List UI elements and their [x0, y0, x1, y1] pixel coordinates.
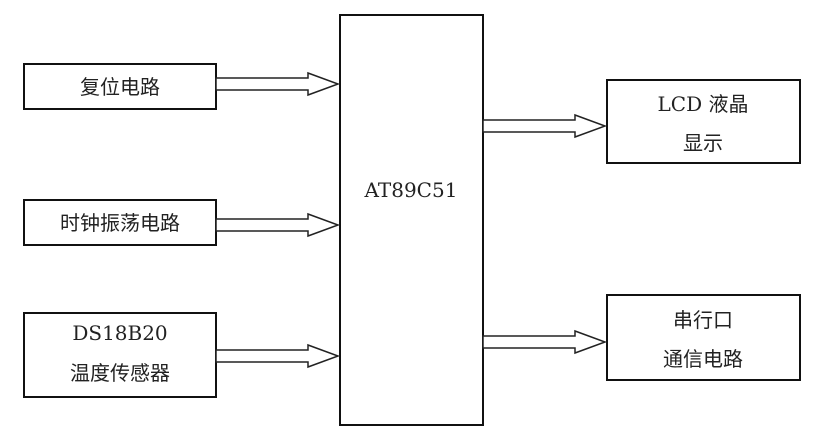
arrow-sensor-to-mcu: [215, 343, 341, 369]
mcu-label: AT89C51: [364, 178, 458, 202]
clock-oscillator-block: [23, 199, 217, 246]
sensor-model-label: DS18B20: [72, 321, 167, 345]
reset-circuit-label: 复位电路: [80, 75, 160, 99]
mcu-block: [339, 14, 484, 426]
serial-comm-block: [606, 294, 801, 381]
arrow-mcu-to-serial: [482, 329, 608, 355]
lcd-display-block: [606, 79, 801, 164]
arrow-clock-to-mcu: [215, 212, 341, 238]
reset-circuit-block: [23, 63, 217, 110]
clock-oscillator-label: 时钟振荡电路: [60, 211, 180, 235]
serial-label-line1: 串行口: [673, 308, 733, 332]
arrow-mcu-to-lcd: [482, 113, 608, 139]
sensor-type-label: 温度传感器: [70, 361, 170, 385]
arrow-reset-to-mcu: [215, 71, 341, 97]
lcd-label-line2: 显示: [683, 131, 723, 155]
lcd-label-line1: LCD 液晶: [658, 92, 749, 116]
serial-label-line2: 通信电路: [663, 347, 743, 371]
temperature-sensor-block: [23, 312, 217, 398]
